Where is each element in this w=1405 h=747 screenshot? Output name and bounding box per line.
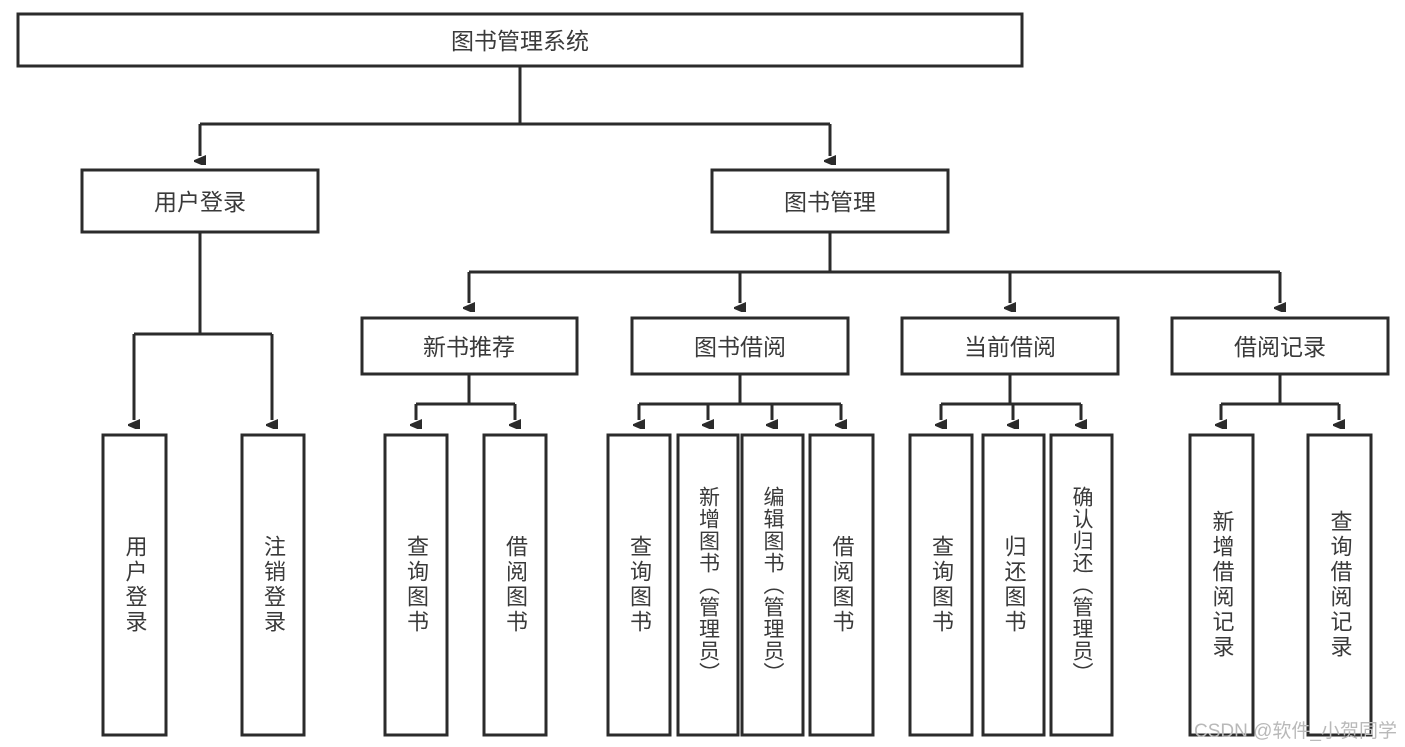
leaf-return-book-box[interactable] xyxy=(981,433,1046,737)
leaf-query-book-1-box[interactable] xyxy=(383,433,449,737)
leaf-edit-book-admin-box[interactable] xyxy=(740,433,805,737)
leaf-query-book-3-box[interactable] xyxy=(908,433,974,737)
root-node-label: 图书管理系统 xyxy=(451,28,589,54)
node-current-borrow[interactable]: 当前借阅 xyxy=(900,316,1120,376)
node-user-login-label: 用户登录 xyxy=(154,189,246,215)
leaf-borrow-book-1-box[interactable] xyxy=(482,433,548,737)
leaf-query-borrow-record-box[interactable] xyxy=(1306,433,1373,737)
node-borrow-record-label: 借阅记录 xyxy=(1234,334,1326,360)
node-book-management[interactable]: 图书管理 xyxy=(710,168,950,234)
leaf-borrow-book-2-box[interactable] xyxy=(808,433,875,737)
node-book-management-box[interactable] xyxy=(710,168,950,234)
node-book-borrow-box[interactable] xyxy=(630,316,850,376)
node-current-borrow-box[interactable] xyxy=(900,316,1120,376)
node-user-login[interactable]: 用户登录 xyxy=(80,168,320,234)
leaf-add-borrow-record-box[interactable] xyxy=(1188,433,1255,737)
edges-group xyxy=(134,66,1339,420)
node-new-book-recommend-box[interactable] xyxy=(360,316,579,376)
leaf-logout-box[interactable] xyxy=(240,433,306,737)
leaf-confirm-return-admin-box[interactable] xyxy=(1049,433,1114,737)
root-node[interactable]: 图书管理系统 xyxy=(16,12,1024,68)
leaf-add-book-admin-box[interactable] xyxy=(676,433,740,737)
node-borrow-record[interactable]: 借阅记录 xyxy=(1170,316,1390,376)
node-new-book-recommend[interactable]: 新书推荐 xyxy=(360,316,579,376)
node-book-borrow-label: 图书借阅 xyxy=(694,334,786,360)
node-user-login-box[interactable] xyxy=(80,168,320,234)
root-node-box[interactable] xyxy=(16,12,1024,68)
node-borrow-record-box[interactable] xyxy=(1170,316,1390,376)
node-book-management-label: 图书管理 xyxy=(784,189,876,215)
leaf-user-login-box[interactable] xyxy=(101,433,168,737)
watermark-text: CSDN @软件_小贺同学 xyxy=(1194,721,1397,742)
leaf-query-book-2-box[interactable] xyxy=(606,433,672,737)
node-new-book-recommend-label: 新书推荐 xyxy=(423,334,515,360)
node-current-borrow-label: 当前借阅 xyxy=(964,334,1056,360)
leaf-boxes-group xyxy=(101,433,1373,737)
node-book-borrow[interactable]: 图书借阅 xyxy=(630,316,850,376)
